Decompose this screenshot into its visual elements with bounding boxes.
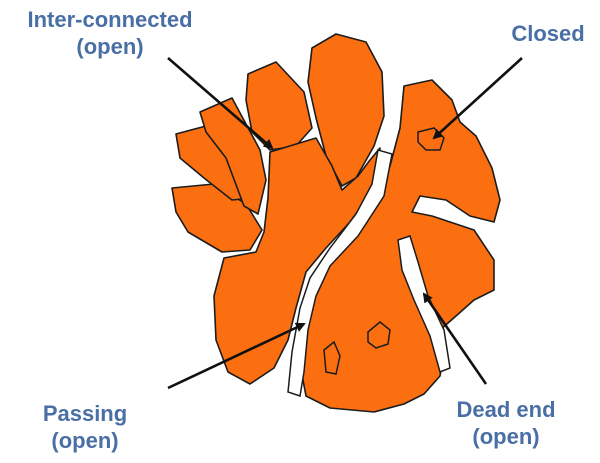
label-dead-end-line2: (open) — [436, 423, 576, 450]
label-interconnected-line2: (open) — [10, 33, 210, 60]
label-interconnected: Inter-connected (open) — [10, 6, 210, 60]
label-interconnected-line1: Inter-connected — [10, 6, 210, 33]
label-dead-end: Dead end (open) — [436, 396, 576, 450]
label-closed: Closed — [498, 20, 598, 47]
label-closed-line1: Closed — [498, 20, 598, 47]
label-passing-line1: Passing — [30, 400, 140, 427]
label-dead-end-line1: Dead end — [436, 396, 576, 423]
label-passing: Passing (open) — [30, 400, 140, 454]
label-passing-line2: (open) — [30, 427, 140, 454]
grain-finger-upper — [246, 62, 312, 150]
